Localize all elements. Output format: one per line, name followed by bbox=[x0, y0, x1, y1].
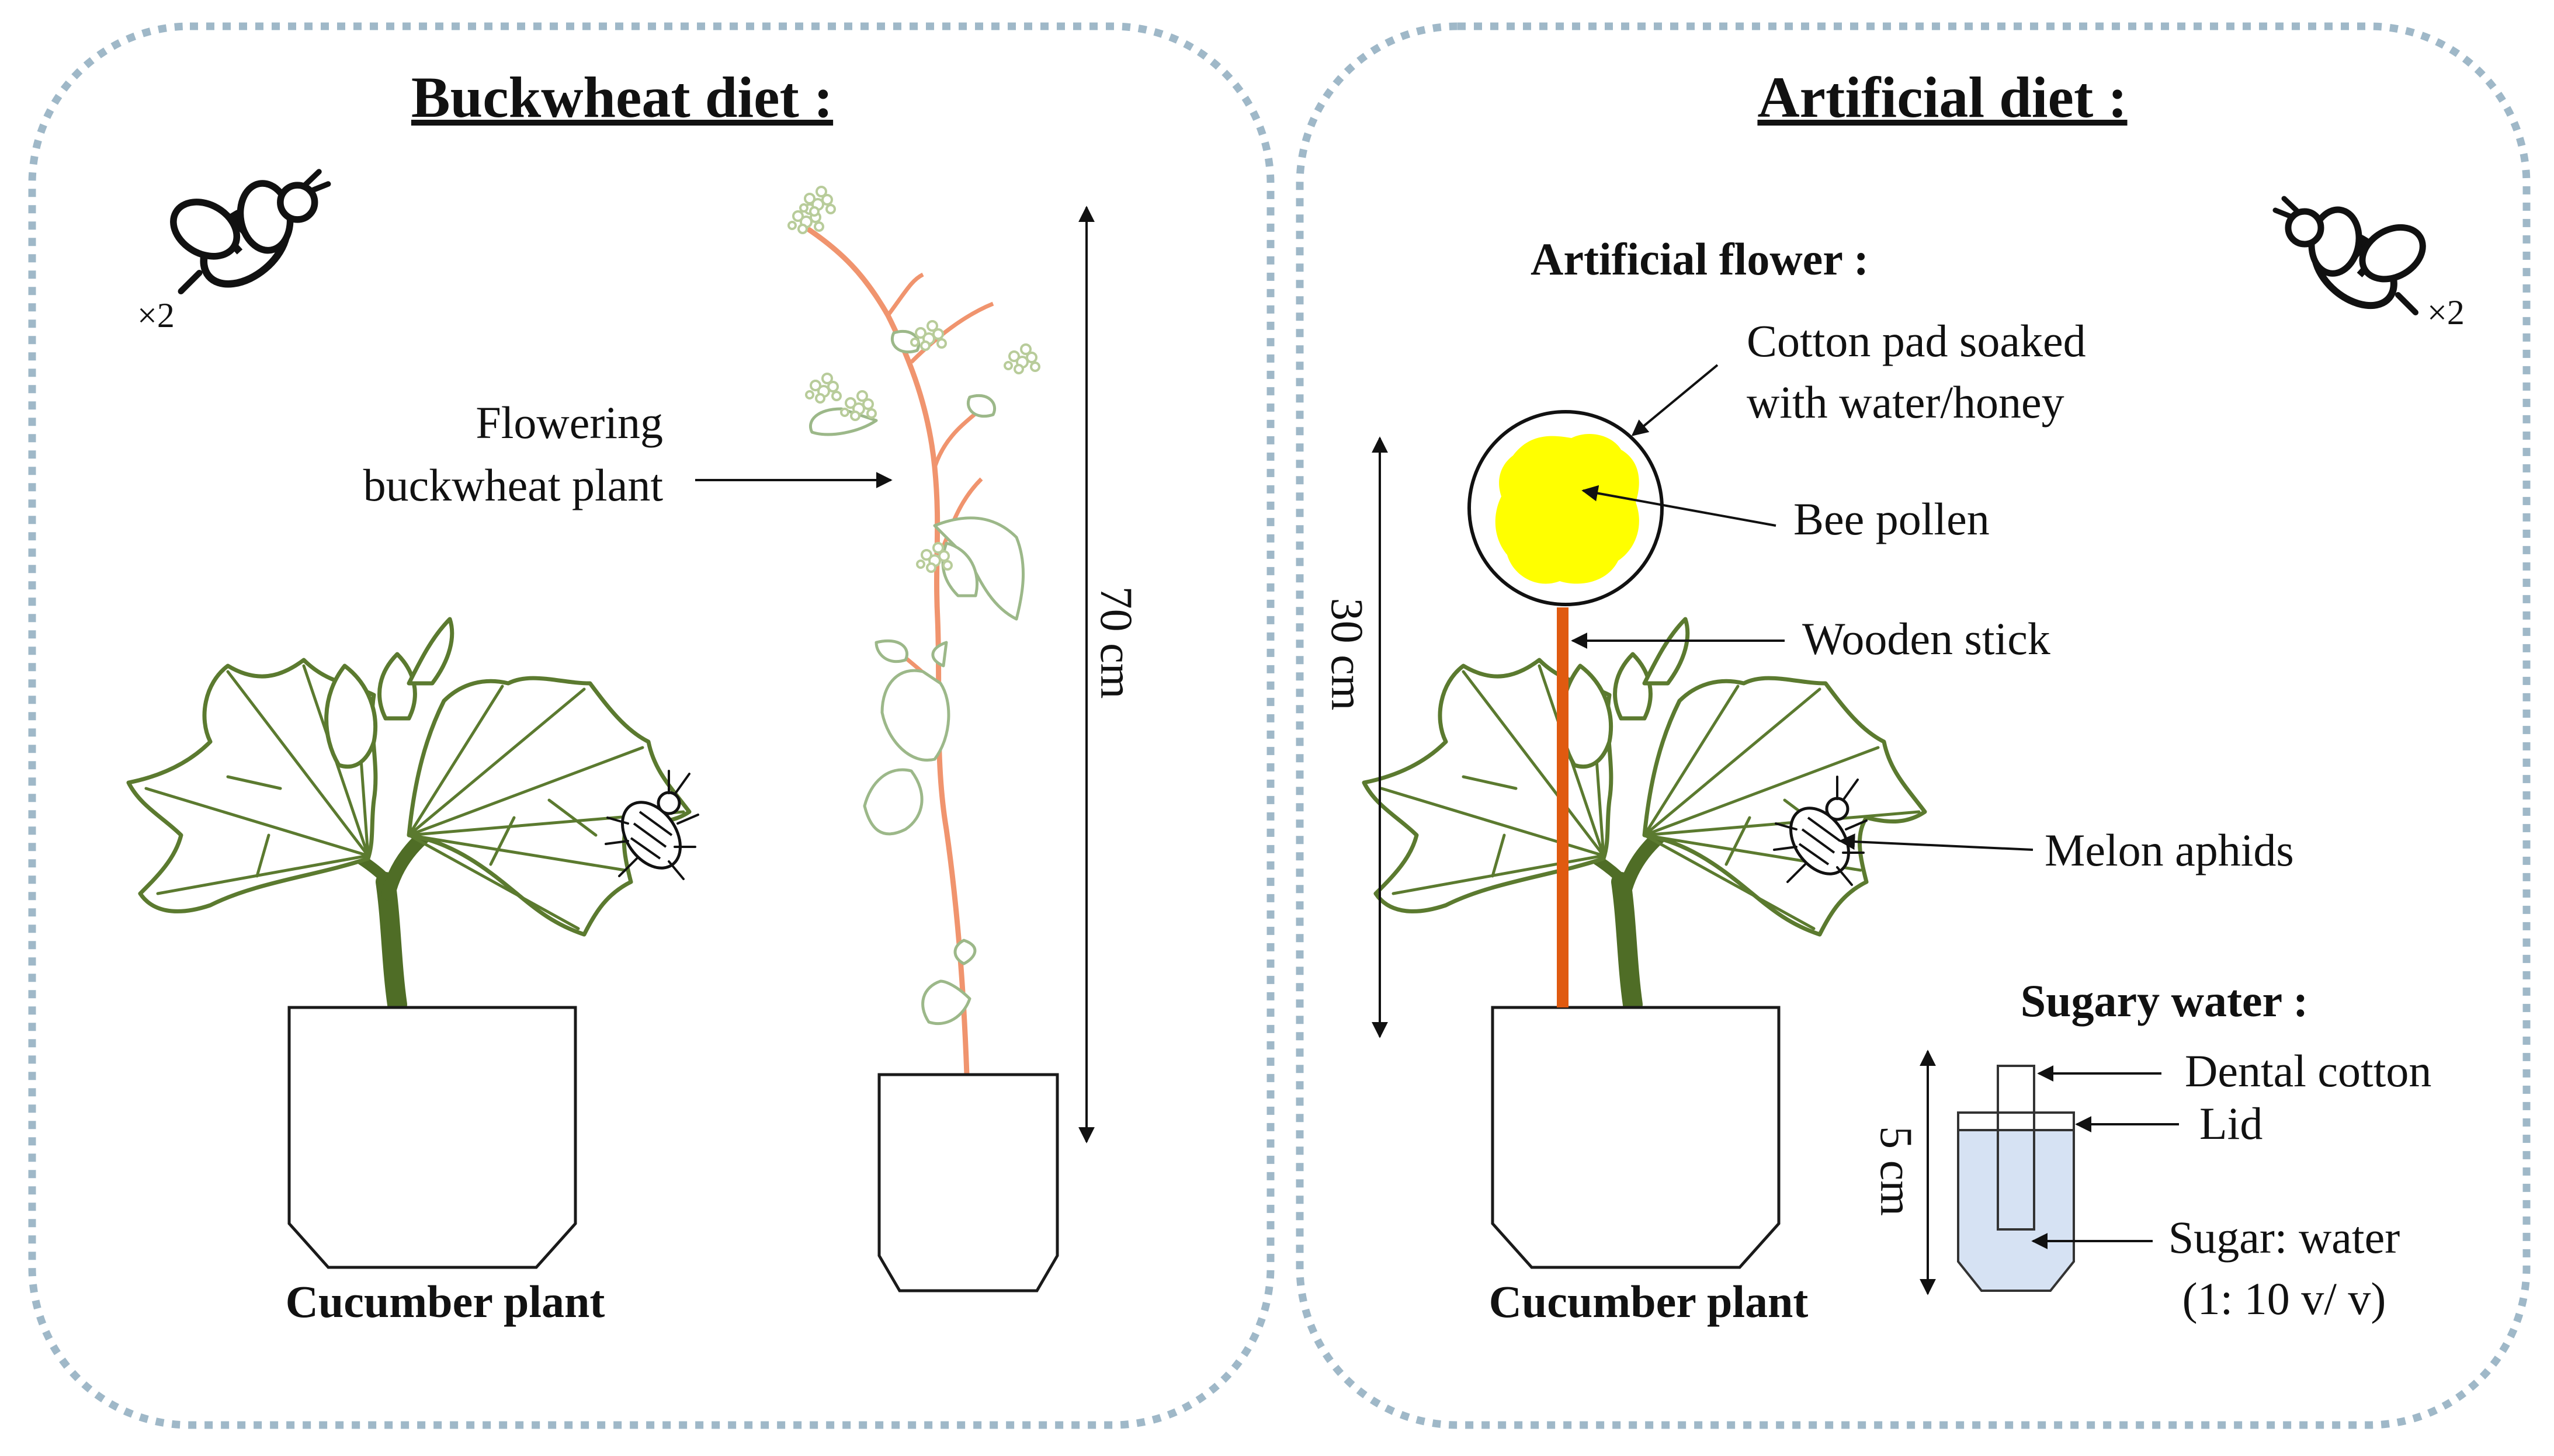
panel-title-artificial: Artificial diet : bbox=[1757, 65, 2127, 130]
cotton-pad-label-line1: Cotton pad soaked bbox=[1747, 315, 2086, 366]
bee-pollen-label: Bee pollen bbox=[1793, 494, 1990, 544]
cucumber-label-1: Cucumber plant bbox=[286, 1276, 605, 1327]
cucumber-pot-1 bbox=[287, 1006, 577, 1269]
cotton-pad-arrow bbox=[1631, 364, 1719, 436]
lid-label: Lid bbox=[2199, 1098, 2262, 1149]
bee-count: ×2 bbox=[137, 296, 175, 335]
wooden-stick-label: Wooden stick bbox=[1802, 613, 2050, 664]
bee-pollen-arrow bbox=[1581, 485, 1776, 527]
height-label-30cm: 30 cm bbox=[1322, 598, 1373, 711]
bee-icon-2 bbox=[2275, 199, 2432, 320]
wooden-stick bbox=[1557, 607, 1569, 1007]
cucumber-plant-1 bbox=[129, 619, 689, 1005]
artificial-flower-label: Artificial flower : bbox=[1531, 234, 1869, 284]
bee-pollen-blob bbox=[1495, 433, 1639, 584]
cotton-pad-label-line2: with water/honey bbox=[1747, 377, 2064, 428]
height-label-70cm: 70 cm bbox=[1091, 586, 1142, 699]
panel-artificial-border bbox=[1296, 22, 2531, 1429]
melon-aphids-label: Melon aphids bbox=[2045, 825, 2294, 875]
melon-aphids-arrow bbox=[1838, 833, 2034, 851]
bee-count-2: ×2 bbox=[2427, 293, 2465, 332]
bee-icon bbox=[164, 172, 328, 300]
flowering-label-line1: Flowering bbox=[476, 397, 663, 448]
sugar-water-label-line1: Sugar: water bbox=[2168, 1212, 2400, 1263]
sugar-water-vial bbox=[1957, 1065, 2075, 1292]
panel-title-buckwheat: Buckwheat diet : bbox=[411, 65, 833, 130]
buckwheat-plant bbox=[787, 186, 1040, 1075]
buckwheat-pot bbox=[877, 1073, 1059, 1292]
vial-height-label: 5 cm bbox=[1871, 1126, 1922, 1216]
dental-cotton-label: Dental cotton bbox=[2185, 1045, 2431, 1096]
sugar-water-label-line2: (1: 10 v/ v) bbox=[2182, 1273, 2386, 1324]
cucumber-label-2: Cucumber plant bbox=[1489, 1276, 1809, 1327]
sugary-water-label: Sugary water : bbox=[2021, 975, 2309, 1026]
panel-buckwheat-border bbox=[28, 22, 1275, 1429]
cucumber-pot-2 bbox=[1491, 1006, 1781, 1269]
flowering-label-line2: buckwheat plant bbox=[363, 460, 664, 510]
